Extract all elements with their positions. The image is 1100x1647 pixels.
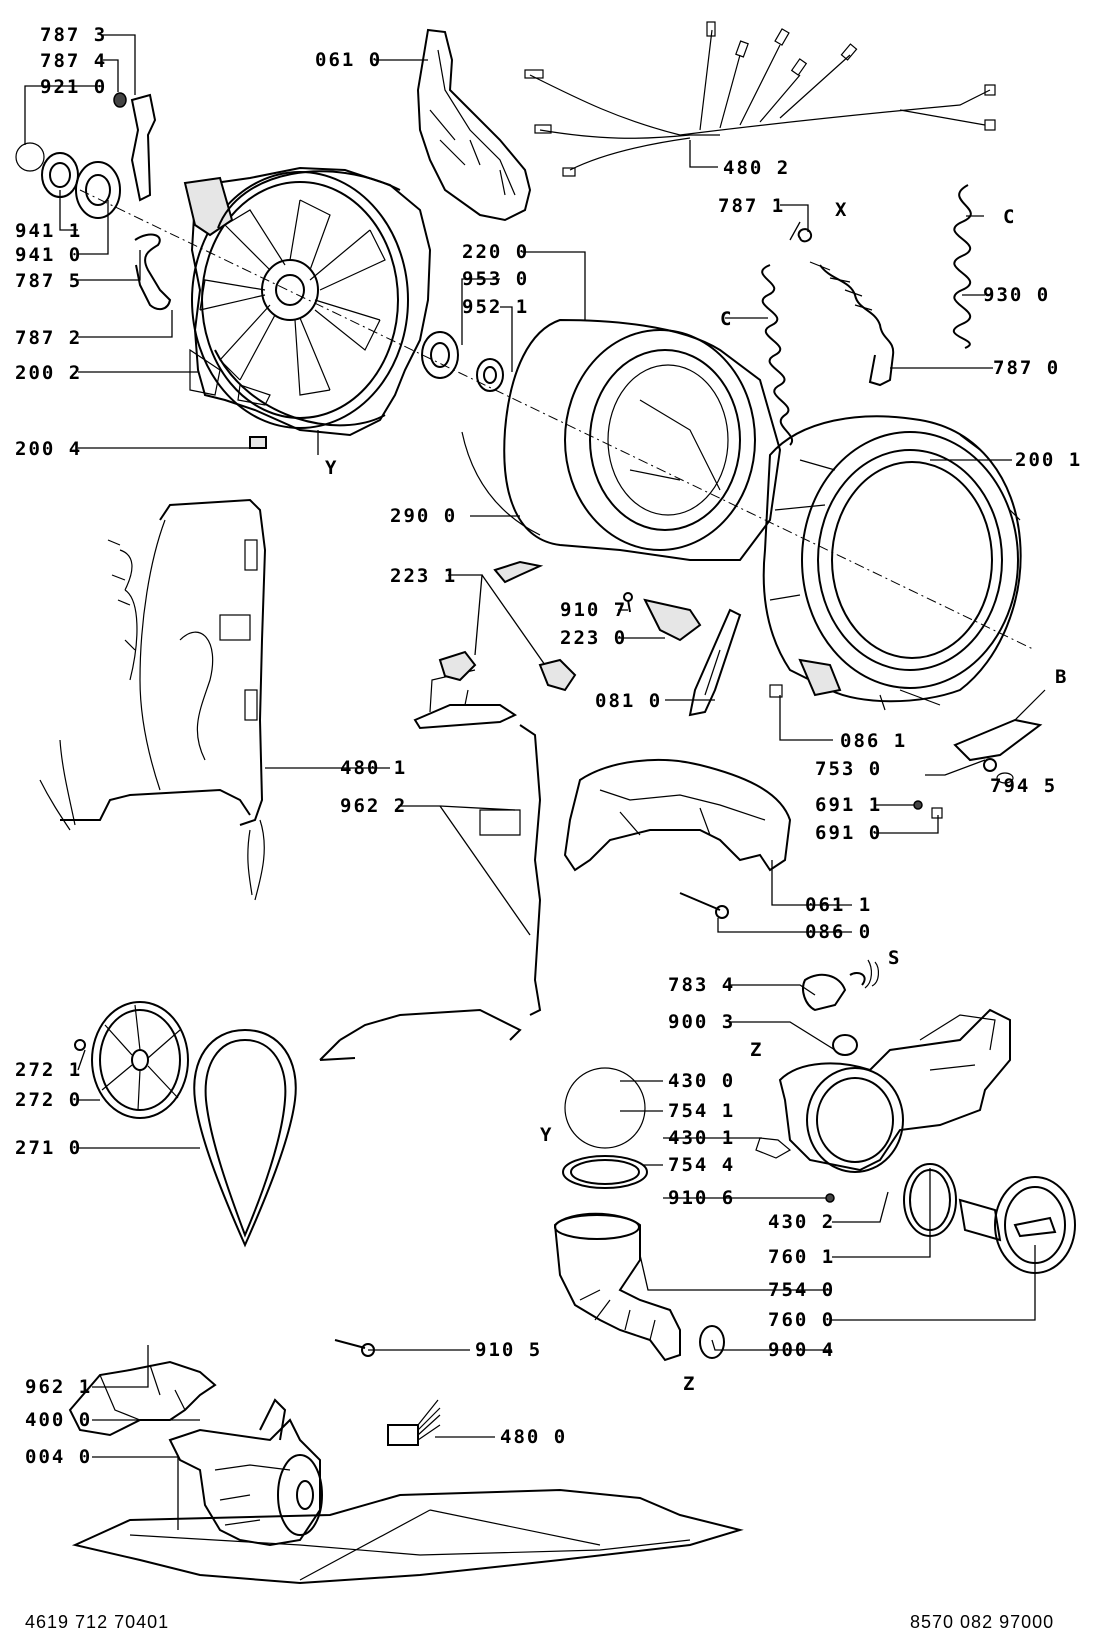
- part-label-691-1: 691 1: [815, 794, 883, 816]
- part-label-783-4: 783 4: [668, 974, 736, 996]
- part-label-086-0: 086 0: [805, 921, 873, 943]
- base-plate-drawing: [71, 1488, 744, 1585]
- part-label-271-0: 271 0: [15, 1137, 83, 1159]
- part-label-910-6: 910 6: [668, 1187, 736, 1209]
- counterweight-front-drawing: [563, 759, 792, 919]
- part-label-787-4: 787 4: [40, 50, 108, 72]
- part-label-290-0: 290 0: [390, 505, 458, 527]
- part-label-952-1: 952 1: [462, 296, 530, 318]
- marker-s: S: [888, 947, 902, 969]
- part-label-272-1: 272 1: [15, 1059, 83, 1081]
- part-label-941-0: 941 0: [15, 244, 83, 266]
- motor-drawing: [68, 1339, 375, 1547]
- part-label-200-1: 200 1: [1015, 449, 1083, 471]
- part-label-794-5: 794 5: [990, 775, 1058, 797]
- front-tub-drawing: [762, 415, 1022, 711]
- part-label-754-0: 754 0: [768, 1279, 836, 1301]
- rear-frame-harness-drawing: [39, 498, 267, 901]
- part-label-480-2: 480 2: [723, 157, 791, 179]
- part-label-691-0: 691 0: [815, 822, 883, 844]
- part-label-753-0: 753 0: [815, 758, 883, 780]
- springs-drawing: [761, 184, 972, 446]
- part-label-787-3: 787 3: [40, 24, 108, 46]
- part-label-480-0: 480 0: [500, 1426, 568, 1448]
- part-label-004-0: 004 0: [25, 1446, 93, 1468]
- part-label-200-4: 200 4: [15, 438, 83, 460]
- part-label-930-0: 930 0: [983, 284, 1051, 306]
- part-label-910-7: 910 7: [560, 599, 628, 621]
- part-label-962-2: 962 2: [340, 795, 408, 817]
- part-label-953-0: 953 0: [462, 268, 530, 290]
- marker-b: B: [1055, 666, 1069, 688]
- part-label-941-1: 941 1: [15, 220, 83, 242]
- part-label-787-1: 787 1: [718, 195, 786, 217]
- leader-lines: [24, 34, 1036, 1530]
- marker-z-bottom: Z: [683, 1373, 697, 1395]
- footer-left-code: 4619 712 70401: [25, 1612, 170, 1632]
- footer-right-code: 8570 082 97000: [910, 1612, 1055, 1632]
- part-label-787-0: 787 0: [993, 357, 1061, 379]
- part-label-223-1: 223 1: [390, 565, 458, 587]
- part-label-081-0: 081 0: [595, 690, 663, 712]
- part-label-760-0: 760 0: [768, 1309, 836, 1331]
- drum-drawing: [461, 318, 782, 561]
- part-label-272-0: 272 0: [15, 1089, 83, 1111]
- part-label-900-4: 900 4: [768, 1339, 836, 1361]
- pressure-switch-drawing: [913, 689, 1046, 819]
- front-frame-drawing: [319, 669, 542, 1061]
- part-label-921-0: 921 0: [40, 76, 108, 98]
- part-label-430-0: 430 0: [668, 1070, 736, 1092]
- part-label-430-1: 430 1: [668, 1127, 736, 1149]
- marker-c-right: C: [1003, 206, 1017, 228]
- marker-y-top: Y: [325, 457, 339, 479]
- marker-z-top: Z: [750, 1039, 764, 1061]
- counterweight-top-drawing: [416, 28, 532, 222]
- wire-harness-top-drawing: [524, 21, 996, 177]
- marker-y-bottom: Y: [540, 1124, 554, 1146]
- part-label-787-2: 787 2: [15, 327, 83, 349]
- bearings-drawing: [15, 92, 504, 449]
- part-label-962-1: 962 1: [25, 1376, 93, 1398]
- marker-c-left: C: [720, 308, 734, 330]
- part-label-760-1: 760 1: [768, 1246, 836, 1268]
- part-label-061-0: 061 0: [315, 49, 383, 71]
- part-label-480-1: 480 1: [340, 757, 408, 779]
- part-label-787-5: 787 5: [15, 270, 83, 292]
- part-label-900-3: 900 3: [668, 1011, 736, 1033]
- part-label-400-0: 400 0: [25, 1409, 93, 1431]
- part-label-754-4: 754 4: [668, 1154, 736, 1176]
- part-label-223-0: 223 0: [560, 627, 628, 649]
- part-label-220-0: 220 0: [462, 241, 530, 263]
- part-label-061-1: 061 1: [805, 894, 873, 916]
- rear-tub-drawing: [183, 166, 432, 437]
- part-label-200-2: 200 2: [15, 362, 83, 384]
- part-label-910-5: 910 5: [475, 1339, 543, 1361]
- drain-pump-drawing: [553, 959, 1076, 1362]
- absorbers-drawing: [438, 560, 783, 717]
- part-label-754-1: 754 1: [668, 1100, 736, 1122]
- part-label-430-2: 430 2: [768, 1211, 836, 1233]
- pulley-belt-drawing: [74, 1001, 297, 1248]
- marker-x: X: [835, 199, 849, 221]
- part-label-086-1: 086 1: [840, 730, 908, 752]
- connector-drawing: [387, 1399, 441, 1446]
